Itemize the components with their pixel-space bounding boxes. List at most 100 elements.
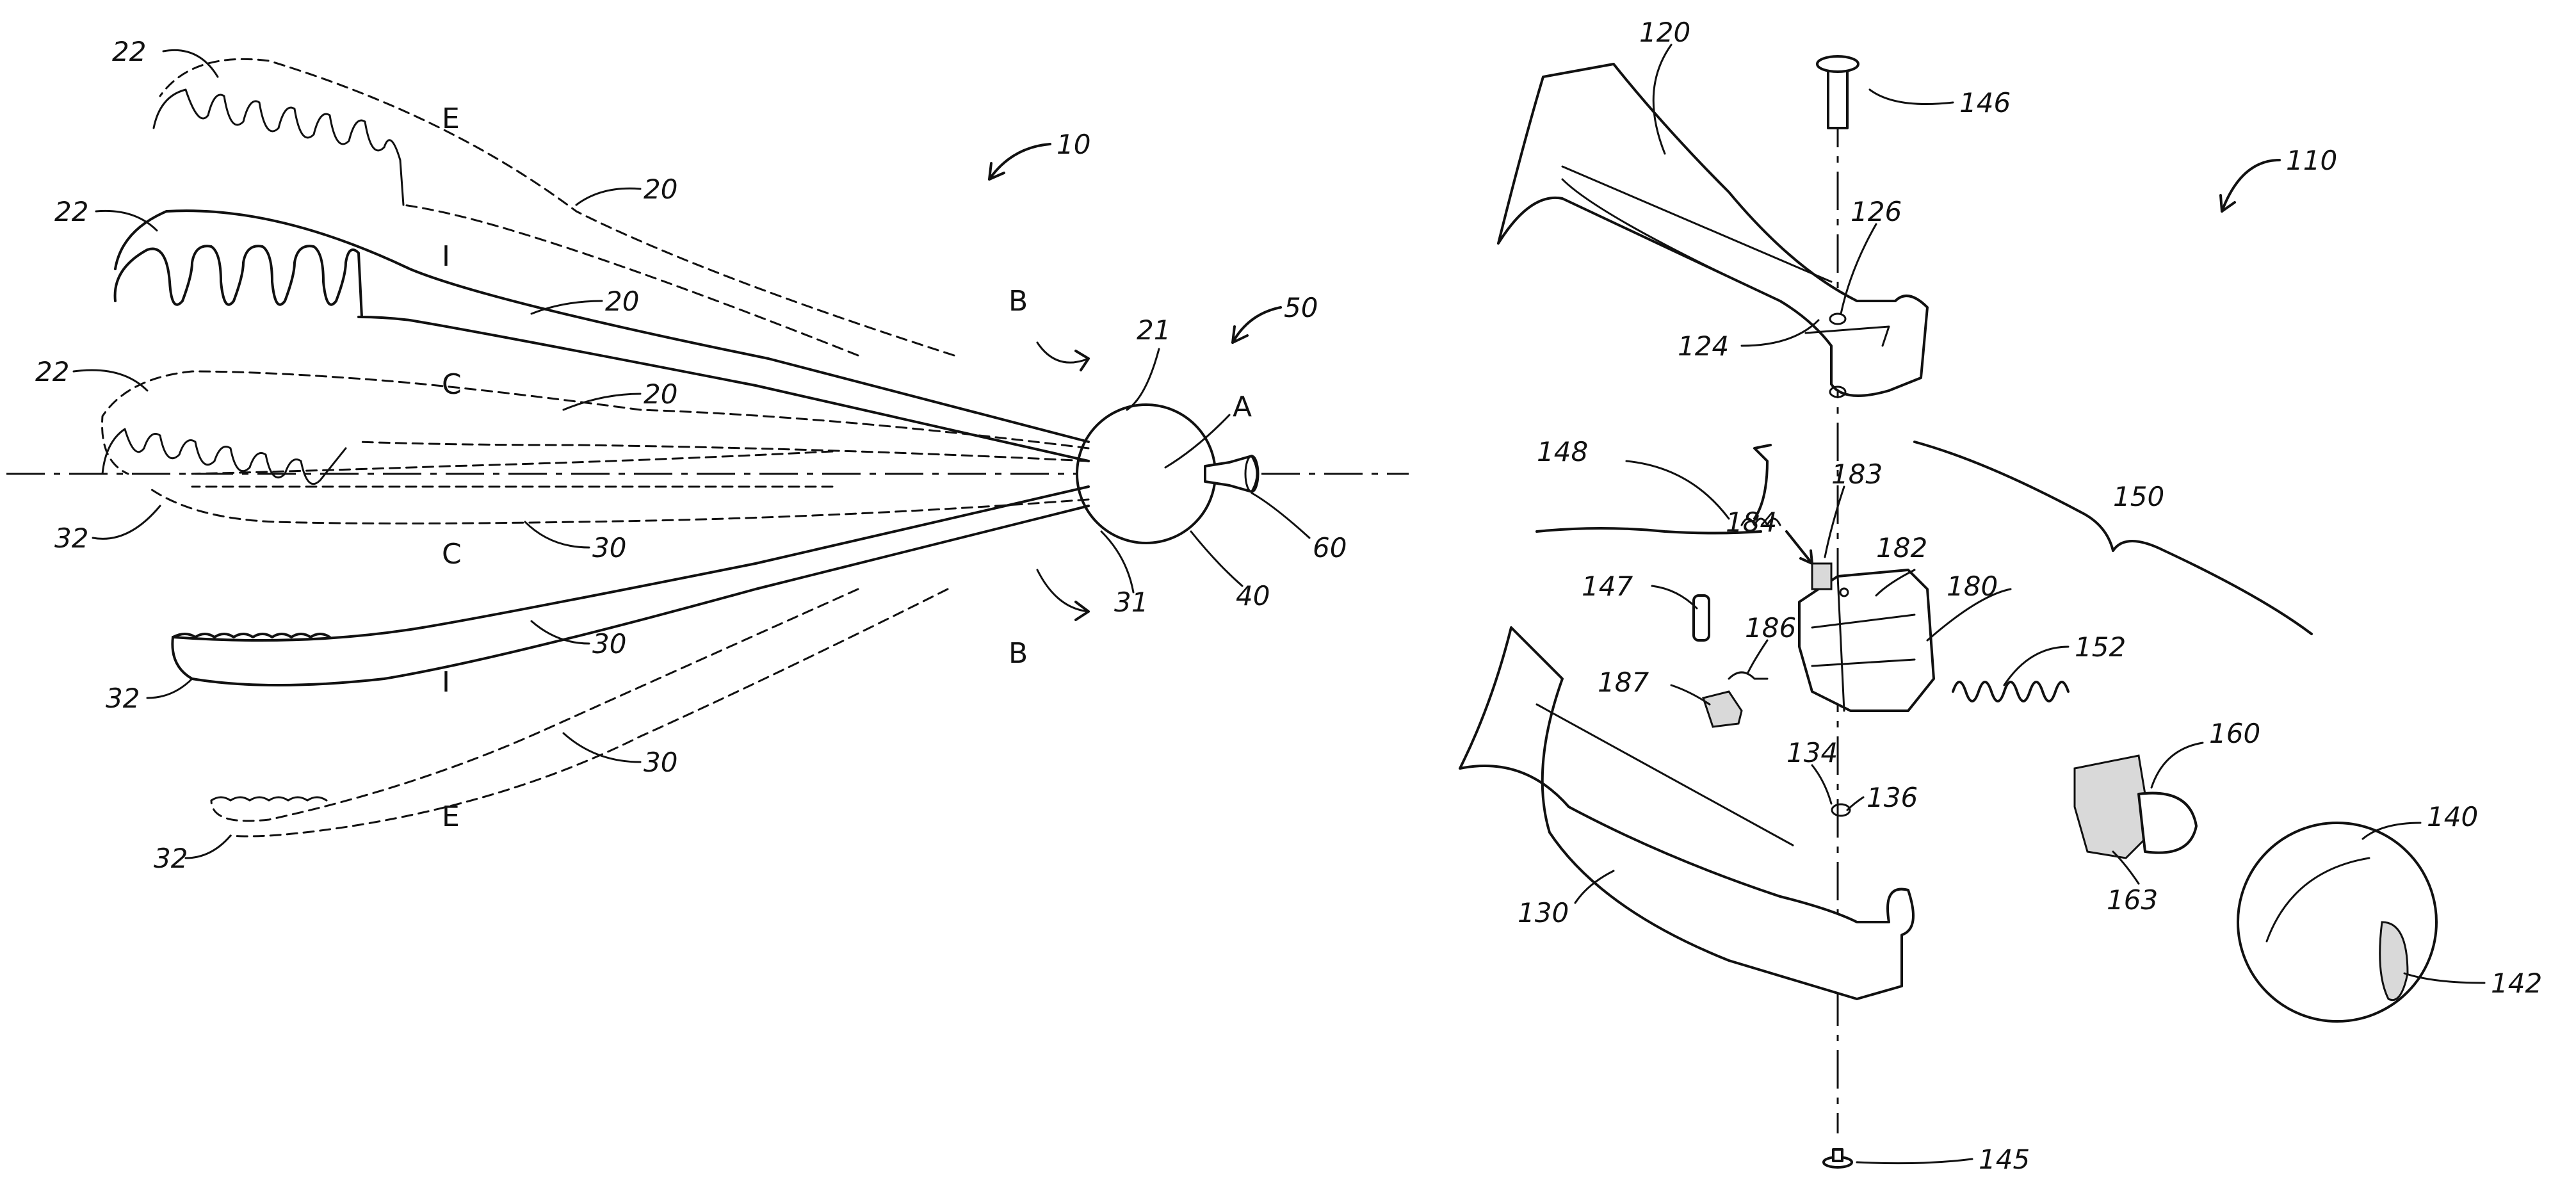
label-152: 152 — [2075, 631, 2126, 663]
leader-40 — [1191, 531, 1242, 586]
leader-60 — [1252, 493, 1309, 538]
label-124: 124 — [1678, 330, 1729, 362]
label-20-a: 20 — [644, 174, 677, 205]
housing-tab-183 — [1812, 564, 1831, 589]
label-180: 180 — [1947, 571, 1998, 602]
label-142: 142 — [2491, 968, 2542, 999]
leader-30-c — [563, 733, 640, 762]
label-147: 147 — [1582, 571, 1633, 602]
leader-32-a — [93, 506, 160, 539]
leader-187 — [1671, 685, 1710, 704]
label-22-c: 22 — [35, 356, 69, 387]
housing-180 — [1799, 570, 1934, 711]
label-30-a: 30 — [592, 532, 626, 564]
upper-arm-extended-lower-edge — [403, 205, 858, 355]
figure-exploded-110: 110 120 146 126 124 148 183 184 182 180 … — [1460, 17, 2542, 1175]
label-10: 10 — [1057, 129, 1090, 160]
lower-arm-30-lower-edge — [172, 506, 1089, 685]
leader-32-b — [147, 679, 192, 698]
label-120: 120 — [1639, 17, 1690, 48]
leader-186 — [1748, 640, 1767, 672]
label-136: 136 — [1867, 782, 1918, 813]
leader-136 — [1847, 797, 1863, 810]
upper-arm-closed-outline — [102, 371, 1089, 474]
lower-arm-30-upper-edge — [173, 487, 1089, 640]
label-20-c: 20 — [644, 378, 677, 410]
leader-146 — [1870, 90, 1953, 104]
label-32-c: 32 — [154, 843, 188, 874]
label-40: 40 — [1236, 580, 1270, 612]
leader-183 — [1825, 487, 1844, 557]
label-30-b: 30 — [592, 628, 626, 660]
leader-20-a — [576, 188, 640, 205]
label-A: A — [1233, 391, 1252, 423]
label-183: 183 — [1831, 458, 1883, 490]
label-134: 134 — [1786, 737, 1838, 768]
label-32-a: 32 — [54, 523, 88, 554]
label-110: 110 — [2286, 145, 2337, 176]
label-22-a: 22 — [112, 36, 146, 67]
upper-arm-comb-head-22 — [115, 246, 362, 317]
upper-arm-closed-lower-edge — [359, 442, 1089, 461]
lower-arm-serrated-edge-32 — [173, 634, 330, 637]
label-I-lower: I — [442, 666, 450, 699]
label-184: 184 — [1726, 507, 1777, 538]
label-146: 146 — [1959, 87, 2011, 118]
ball-140 — [2238, 823, 2436, 1021]
label-187: 187 — [1598, 667, 1649, 698]
label-140: 140 — [2427, 801, 2478, 832]
pin-147 — [1694, 596, 1709, 640]
label-22-b: 22 — [54, 196, 88, 227]
label-C-upper: C — [442, 368, 462, 401]
label-163: 163 — [2107, 884, 2158, 916]
label-50: 50 — [1284, 292, 1318, 323]
pointer-184 — [1786, 531, 1812, 564]
leader-147 — [1652, 586, 1697, 608]
label-150: 150 — [2113, 481, 2164, 512]
label-B-lower: B — [1009, 637, 1028, 670]
pivot-pin-146 — [1828, 67, 1847, 128]
pointer-110 — [2222, 160, 2280, 211]
label-126: 126 — [1851, 196, 1902, 227]
label-30-c: 30 — [644, 747, 677, 778]
lower-arm-closed-inner-edge-1 — [192, 451, 832, 474]
label-32-b: 32 — [106, 683, 140, 714]
button-cap-160 — [2139, 793, 2196, 853]
label-21: 21 — [1137, 314, 1171, 346]
label-B-upper: B — [1009, 285, 1028, 318]
compression-spring-152 — [1953, 682, 2068, 701]
label-130: 130 — [1518, 897, 1569, 928]
leader-145 — [1857, 1159, 1972, 1164]
lower-arm-extended-serrated-edge — [211, 797, 327, 800]
upper-arm-extended-comb-head — [154, 90, 403, 205]
label-E-lower: E — [442, 800, 460, 833]
leader-148 — [1626, 461, 1729, 519]
pivot-pin-146-head — [1817, 56, 1858, 72]
label-60: 60 — [1313, 532, 1347, 564]
latch-187 — [1703, 692, 1742, 727]
leader-21 — [1127, 349, 1159, 410]
label-E-upper: E — [442, 102, 460, 135]
label-186: 186 — [1745, 612, 1796, 644]
label-20-b: 20 — [605, 286, 639, 317]
label-31: 31 — [1114, 587, 1148, 618]
leader-30-a — [525, 522, 589, 547]
leader-160 — [2151, 743, 2203, 788]
label-182: 182 — [1876, 532, 1927, 564]
label-145: 145 — [1979, 1144, 2030, 1175]
upper-arm-closed-comb-head — [102, 429, 346, 484]
leader-152 — [2004, 647, 2068, 685]
rivet-145-shank — [1833, 1149, 1842, 1161]
pointer-50-head — [1233, 327, 1247, 343]
pointer-50 — [1233, 307, 1281, 343]
label-I-upper: I — [442, 240, 450, 273]
figure-tongs-10: 10 50 A 60 40 21 31 B B 22 22 22 20 20 2… — [6, 36, 1409, 874]
label-C-lower: C — [442, 538, 462, 571]
leader-134 — [1812, 765, 1831, 804]
hinge-ball-40 — [1077, 405, 1215, 543]
leader-32-c — [186, 836, 231, 858]
label-160: 160 — [2209, 718, 2260, 749]
label-148: 148 — [1537, 436, 1588, 467]
